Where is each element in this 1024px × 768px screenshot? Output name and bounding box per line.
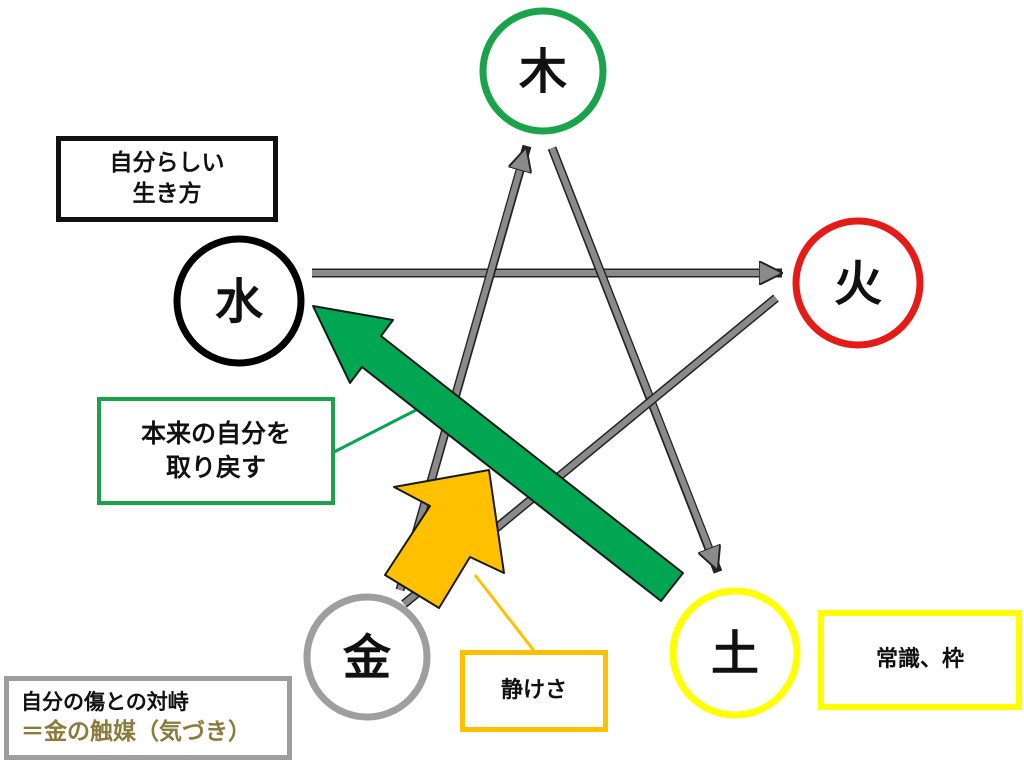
- stillness-box: 静けさ: [460, 650, 608, 732]
- metal-catalyst-text: ＝金の触媒（気づき）: [21, 718, 251, 745]
- confront-wounds-box: 自分の傷との対峙 ＝金の触媒（気づき）: [4, 676, 292, 760]
- confront-wounds-text: 自分の傷との対峙: [21, 690, 189, 715]
- water-circle: [173, 235, 305, 367]
- regain-true-self-line1: 本来の自分を: [140, 419, 291, 449]
- water-label: 水: [215, 274, 264, 330]
- regain-true-self-line2: 取り戻す: [165, 453, 266, 482]
- wood-circle: [479, 7, 607, 135]
- own-way-of-life-line1: 自分らしい: [109, 149, 225, 176]
- stillness-text: 静けさ: [500, 678, 567, 704]
- connector-stillness-label: [473, 574, 537, 653]
- big-green-arrow: [312, 305, 684, 602]
- metal-circle: [303, 593, 431, 721]
- wood-label: 木: [519, 44, 567, 100]
- own-way-of-life-line2: 生き方: [132, 181, 202, 207]
- fire-label: 火: [834, 256, 882, 312]
- stillness-arrow: [384, 469, 505, 609]
- common-sense-frame-text: 常識、枠: [875, 647, 964, 673]
- own-way-of-life-box: 自分らしい 生き方: [56, 136, 278, 222]
- regain-true-self-box: 本来の自分を 取り戻す: [97, 397, 335, 505]
- metal-label: 金: [342, 630, 392, 686]
- connector-regain-label: [333, 406, 421, 454]
- earth-circle: [669, 587, 801, 719]
- earth-label: 土: [711, 626, 759, 682]
- fire-circle: [792, 217, 924, 349]
- common-sense-frame-box: 常識、枠: [818, 610, 1022, 710]
